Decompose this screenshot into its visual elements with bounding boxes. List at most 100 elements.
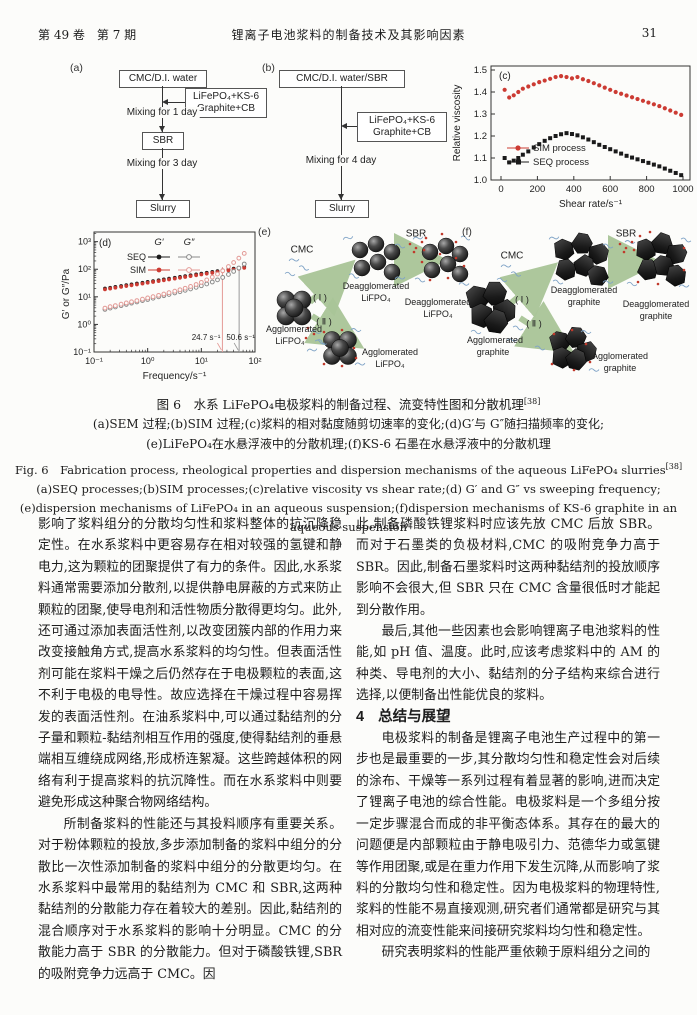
flow-a-side-line2: Graphite+CB [196, 103, 256, 114]
svg-text:1000: 1000 [672, 184, 693, 195]
flow-a-arrow2 [158, 194, 165, 200]
svg-text:G′ or G″/Pa: G′ or G″/Pa [61, 268, 72, 319]
flow-b-arrow1 [337, 194, 344, 200]
svg-text:(c): (c) [499, 71, 511, 82]
deagglomerated2-label: Deagglomerated [622, 299, 690, 309]
section-number: 4 [356, 708, 365, 725]
flow-a-top-box: CMC/D.I. water [119, 70, 207, 88]
svg-text:10⁻¹: 10⁻¹ [85, 356, 103, 366]
deagglomerated1-particle: graphite [567, 297, 601, 307]
page-number: 31 [641, 26, 657, 40]
svg-text:10¹: 10¹ [78, 292, 91, 302]
agglomerated-start-particle: graphite [476, 347, 510, 357]
sbr-label: SBR [405, 228, 427, 240]
agglomerated-start-label: Agglomerated [466, 335, 524, 345]
svg-text:600: 600 [602, 184, 618, 195]
sbr-label: SBR [615, 228, 637, 240]
svg-text:1.1: 1.1 [474, 153, 487, 164]
svg-text:SEQ: SEQ [127, 252, 146, 262]
caption-en-title: Fig. 6 Fabrication process, rheological … [0, 457, 697, 480]
svg-text:800: 800 [639, 184, 655, 195]
caption-en-line3: (e)dispersion mechanisms of LiFePO₄ in a… [19, 500, 678, 534]
flow-b-line1 [341, 86, 342, 200]
svg-text:1.0: 1.0 [474, 175, 487, 186]
svg-text:10²: 10² [78, 264, 91, 274]
caption-en-ref: [38] [665, 462, 683, 472]
agglomerated-start-label: Agglomerated [265, 324, 323, 334]
svg-text:10¹: 10¹ [195, 356, 208, 366]
svg-text:400: 400 [566, 184, 582, 195]
svg-text:Shear rate/s⁻¹: Shear rate/s⁻¹ [559, 199, 623, 210]
flow-b-side-box: LiFePO₄+KS-6 Graphite+CB [357, 112, 447, 142]
cmc-label: CMC [500, 250, 524, 262]
panel-tag-b: (b) [262, 62, 275, 74]
svg-text:Frequency/s⁻¹: Frequency/s⁻¹ [143, 371, 207, 382]
flow-a-side-line1: LiFePO₄+KS-6 [192, 91, 260, 102]
agglomerated2-label: Agglomerated [361, 347, 419, 357]
panel-tag-e: (e) [258, 226, 271, 238]
path1-label: ( Ⅰ ) [313, 292, 327, 303]
flow-b-hline [347, 126, 357, 127]
deagglomerated2-label: Deagglomerated [404, 297, 472, 307]
svg-text:G″: G″ [184, 237, 195, 248]
path1-label: ( Ⅰ ) [515, 294, 529, 305]
caption-zh-title-text: 图 6 水系 LiFePO₄电极浆料的制备过程、流变特性图和分散机理 [156, 397, 524, 413]
figure-caption: 图 6 水系 LiFePO₄电极浆料的制备过程、流变特性图和分散机理[38] (… [0, 392, 697, 537]
paragraph: 此,制备磷酸铁锂浆料时应该先放 CMC 后放 SBR。而对于石墨类的负极材料,C… [356, 517, 660, 618]
agglomerated-start-particle: LiFPO₄ [275, 336, 305, 346]
deagglomerated1-particle: LiFPO₄ [361, 293, 391, 303]
flow-b-side-line1: LiFePO₄+KS-6 [368, 115, 436, 126]
svg-text:0: 0 [498, 184, 503, 195]
panel-tag-a: (a) [70, 62, 83, 74]
diagram-e-graphic [276, 232, 470, 368]
path2-label: ( Ⅱ ) [526, 318, 542, 329]
flow-a-line2 [162, 148, 163, 200]
diagram-lifepo4-dispersion: (e) CMC SBR ( Ⅰ ) ( Ⅱ ) Agglomerated LiF… [258, 224, 472, 392]
caption-zh-title: 图 6 水系 LiFePO₄电极浆料的制备过程、流变特性图和分散机理[38] [0, 392, 697, 415]
flowchart-sim-process: (b) CMC/D.I. water/SBR LiFePO₄+KS-6 Grap… [262, 62, 447, 220]
journal-issue: 第 49 卷 第 7 期 [38, 28, 137, 42]
svg-text:10⁰: 10⁰ [141, 356, 155, 366]
svg-text:10⁰: 10⁰ [77, 319, 91, 329]
panel-tag-f: (f) [462, 226, 472, 238]
flow-a-step2: Mixing for 3 day [124, 158, 200, 169]
caption-zh-line3: (e)LiFePO₄在水悬浮液中的分散机理;(f)KS-6 石墨在水悬浮液中的分… [146, 436, 551, 451]
flow-b-step1: Mixing for 4 day [303, 155, 379, 166]
caption-en-title-text: Fig. 6 Fabrication process, rheological … [14, 462, 666, 477]
flow-a-step1: Mixing for 1 day [124, 107, 200, 118]
paragraph: 研究表明浆料的性能严重依赖于原料组分之间的 [381, 945, 651, 961]
svg-text:SEQ process: SEQ process [533, 157, 589, 168]
svg-text:24.7 s⁻¹: 24.7 s⁻¹ [192, 333, 221, 342]
deagglomerated1-label: Deagglomerated [550, 285, 618, 295]
flow-a-hline [168, 102, 185, 103]
deagglomerated2-particle: LiFPO₄ [423, 309, 453, 319]
running-title: 锂离子电池浆料的制备技术及其影响因素 [231, 28, 466, 42]
paragraph: 电极浆料的制备是锂离子电池生产过程中的第一步也是最重要的一步,其分散均匀性和稳定… [356, 731, 660, 939]
svg-text:Relative viscosity: Relative viscosity [452, 85, 463, 162]
path2-label: ( Ⅱ ) [316, 316, 332, 327]
svg-text:(d): (d) [99, 238, 111, 249]
caption-en-line2: (a)SEQ processes;(b)SIM processes;(c)rel… [36, 481, 661, 496]
flow-a-arrow-left [162, 98, 168, 105]
body-text: 影响了浆料组分的分散均匀性和浆料整体的抗沉降稳定性。在水系浆料中更容易存在相对较… [38, 514, 660, 985]
paragraph: 所制备浆料的性能还与其投料顺序有重要关系。对于粉体颗粒的投放,多步添加制备的浆料… [38, 816, 342, 982]
svg-text:50.6 s⁻¹: 50.6 s⁻¹ [226, 333, 255, 342]
section-heading: 4 总结与展望 [356, 707, 660, 728]
section-title: 总结与展望 [378, 708, 451, 725]
flow-a-arrow1 [158, 126, 165, 132]
caption-zh-line2: (a)SEM 过程;(b)SIM 过程;(c)浆料的相对黏度随剪切速率的变化;(… [92, 417, 605, 432]
svg-text:SIM process: SIM process [533, 143, 586, 154]
svg-text:SIM: SIM [130, 265, 146, 275]
flow-b-side-line2: Graphite+CB [372, 127, 432, 138]
flow-a-sbr-box: SBR [142, 132, 184, 150]
deagglomerated2-particle: graphite [639, 311, 673, 321]
flow-b-top-box: CMC/D.I. water/SBR [279, 70, 405, 88]
right-column: 此,制备磷酸铁锂浆料时应该先放 CMC 后放 SBR。而对于石墨类的负极材料,C… [356, 514, 660, 985]
flow-b-slurry-box: Slurry [315, 200, 369, 218]
flow-b-arrow-left [341, 122, 347, 129]
svg-text:1.5: 1.5 [474, 65, 487, 76]
diagram-f-graphic [465, 230, 692, 372]
svg-text:1.2: 1.2 [474, 131, 487, 142]
